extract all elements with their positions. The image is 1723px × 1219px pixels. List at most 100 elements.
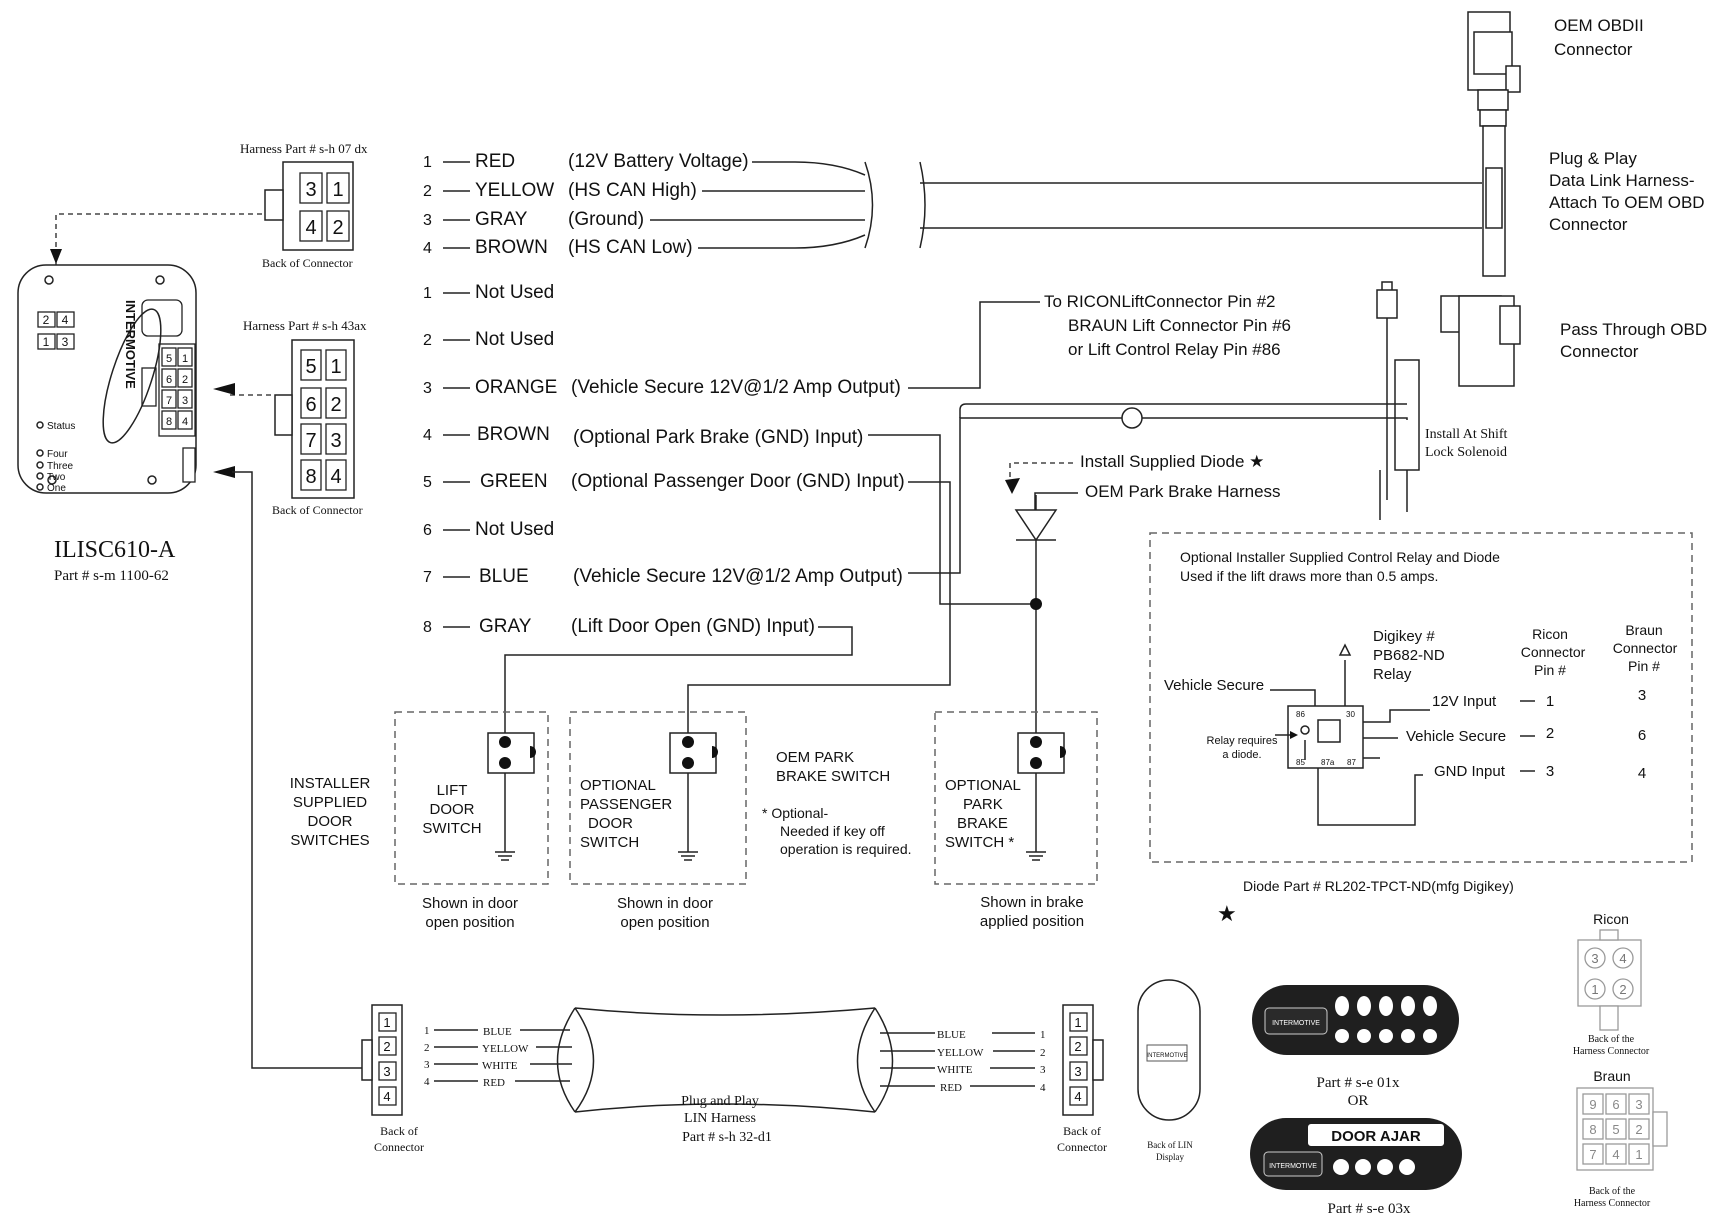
svg-text:GREEN: GREEN (480, 471, 548, 492)
module-part: Part # s-m 1100-62 (54, 568, 169, 584)
svg-text:3: 3 (424, 1059, 430, 1071)
svg-text:4: 4 (423, 240, 432, 257)
park-harness-note: OEM Park Brake Harness (1085, 482, 1281, 501)
svg-text:2: 2 (423, 183, 432, 200)
ricon-connector (1577, 929, 1642, 1031)
svg-text:(Lift Door Open (GND) Input): (Lift Door Open (GND) Input) (571, 616, 815, 637)
ricon-pin: 2 (1619, 982, 1626, 997)
braun-pin: 7 (1589, 1147, 1596, 1162)
svg-text:12V Input: 12V Input (1432, 693, 1497, 710)
lin-display-back (1137, 979, 1201, 1121)
svg-text:BROWN: BROWN (477, 424, 550, 445)
display-panel-03x (1250, 1118, 1462, 1190)
module-name: ILISC610-A (54, 537, 176, 563)
module-pin: 4 (62, 313, 69, 327)
relay-terminal: 86 (1296, 710, 1305, 719)
svg-text:WHITE: WHITE (482, 1060, 518, 1072)
svg-text:1: 1 (423, 154, 432, 171)
arrow-icon (1005, 478, 1020, 494)
svg-text:3: 3 (423, 380, 432, 397)
park-brake-switch (1017, 732, 1066, 861)
ricon-pin: 4 (1619, 951, 1626, 966)
module-led-four: Four (47, 449, 68, 460)
ricon-pin: 3 (1591, 951, 1598, 966)
relay-terminal: 30 (1346, 710, 1355, 719)
arrow-icon (213, 383, 235, 395)
harness2-back-label: Back of Connector (272, 503, 363, 517)
passenger-door-switch-box (569, 711, 747, 885)
svg-text:4: 4 (423, 427, 432, 444)
lift-door-switch (487, 732, 536, 861)
svg-text:1: 1 (1040, 1029, 1046, 1041)
diode-leader (1009, 462, 1073, 480)
svg-text:4: 4 (1638, 765, 1646, 782)
ilisc-module (17, 264, 197, 494)
svg-text:1: 1 (1546, 693, 1554, 710)
harness1-pin: 2 (332, 217, 343, 239)
svg-text:Not Used: Not Used (475, 282, 554, 303)
panel-brand: INTERMOTIVE (1272, 1020, 1320, 1027)
svg-text:YELLOW: YELLOW (482, 1043, 529, 1055)
harness1-pin: 3 (305, 179, 316, 201)
svg-text:(HS CAN High): (HS CAN High) (568, 180, 697, 201)
module-to-harness1-link (55, 213, 265, 265)
svg-text:3: 3 (1546, 763, 1554, 780)
svg-text:3: 3 (1638, 687, 1646, 704)
panel-part-03x: Part # s-e 03x (1328, 1201, 1411, 1217)
module-pin: 2 (182, 374, 188, 386)
braun-pin: 9 (1589, 1097, 1596, 1112)
svg-text:(Optional Passenger Door (GND): (Optional Passenger Door (GND) Input) (571, 471, 905, 492)
lin-right-connector (1062, 1004, 1104, 1116)
lin-pin: 2 (383, 1039, 390, 1054)
module-pin: 1 (182, 353, 188, 365)
svg-text:RED: RED (483, 1077, 505, 1089)
svg-text:5: 5 (423, 474, 432, 491)
harness2-pin: 8 (305, 466, 316, 488)
lift-door-switch-box (394, 711, 549, 885)
panel-brand: INTERMOTIVE (1269, 1163, 1317, 1170)
svg-text:2: 2 (1040, 1047, 1046, 1059)
svg-text:(Vehicle Secure 12V@1/2 Amp Ou: (Vehicle Secure 12V@1/2 Amp Output) (571, 377, 901, 398)
data-link-harness-cable (1482, 125, 1506, 277)
diode-note: Install Supplied Diode ★ (1080, 452, 1264, 471)
braun-pin: 6 (1612, 1097, 1619, 1112)
braun-pin: 1 (1635, 1147, 1642, 1162)
lin-pin: 1 (1074, 1015, 1081, 1030)
braun-pin: 2 (1635, 1122, 1642, 1137)
braun-connector-title: Braun (1593, 1068, 1630, 1084)
module-lin-wire (232, 471, 370, 1069)
svg-text:6: 6 (423, 522, 432, 539)
svg-text:7: 7 (423, 569, 432, 586)
module-pin: 5 (166, 353, 172, 365)
svg-text:BLUE: BLUE (479, 566, 529, 587)
svg-text:RED: RED (940, 1082, 962, 1094)
module-led-status: Status (47, 421, 75, 432)
svg-text:GND Input: GND Input (1434, 763, 1506, 780)
module-pin: 8 (166, 416, 172, 428)
svg-text:1: 1 (424, 1025, 430, 1037)
svg-text:YELLOW: YELLOW (475, 180, 554, 201)
harness2-pin: 2 (330, 394, 341, 416)
svg-text:WHITE: WHITE (937, 1064, 973, 1076)
lin-pin: 3 (1074, 1064, 1081, 1079)
lin-cable (556, 1007, 894, 1113)
display-panel-01x (1252, 985, 1459, 1055)
harness2-connector (274, 339, 355, 499)
relay-terminal: 87a (1321, 758, 1335, 767)
svg-text:GRAY: GRAY (475, 209, 528, 230)
braun-pin: 5 (1612, 1122, 1619, 1137)
module-pin: 4 (182, 416, 188, 428)
lin-pin: 1 (383, 1015, 390, 1030)
